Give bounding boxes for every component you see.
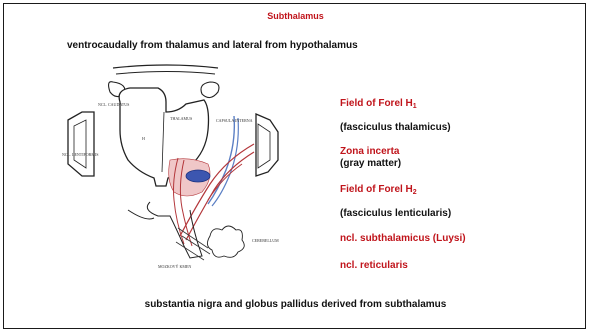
corpus-callosum-line	[113, 65, 218, 68]
label-cerebellum: CEREBELLUM	[252, 238, 279, 243]
caudate-right	[201, 82, 219, 98]
slide-subtitle: ventrocaudally from thalamus and lateral…	[67, 40, 358, 51]
label-lentiformis: NCL. LENTIFORMIS	[62, 152, 98, 157]
label-ncl-subthalamicus: ncl. subthalamicus (Luysi)	[340, 233, 466, 244]
slide-footer: substantia nigra and globus pallidus der…	[0, 299, 591, 310]
label-gray-matter: (gray matter)	[340, 158, 401, 169]
slide-title: Subthalamus	[0, 11, 591, 21]
label-h: H	[142, 136, 145, 141]
label-forel-h1: Field of Forel H1	[340, 98, 417, 110]
label-thalamus: THALAMUS	[170, 116, 192, 121]
label-zona-incerta: Zona incerta	[340, 146, 399, 157]
lentiform-left	[68, 112, 94, 176]
label-fasciculus-thalamicus: (fasciculus thalamicus)	[340, 122, 451, 133]
brain-section-diagram: NCL. CAUDATUS THALAMUS CAPSULA INTERNA N…	[58, 60, 283, 285]
cerebellum	[207, 226, 244, 257]
label-fasciculus-lenticularis: (fasciculus lenticularis)	[340, 208, 451, 219]
label-forel-h2: Field of Forel H2	[340, 184, 417, 196]
label-mozek: MOZKOVÝ KMEN	[158, 264, 191, 269]
corpus-callosum-line-2	[116, 72, 215, 75]
forel-fiber-5	[208, 164, 242, 200]
subthalamic-nucleus	[186, 170, 210, 182]
label-ncl-reticularis: ncl. reticularis	[340, 260, 408, 271]
label-caudatus: NCL. CAUDATUS	[98, 102, 129, 107]
label-capsula: CAPSULA INTERNA	[216, 118, 253, 123]
